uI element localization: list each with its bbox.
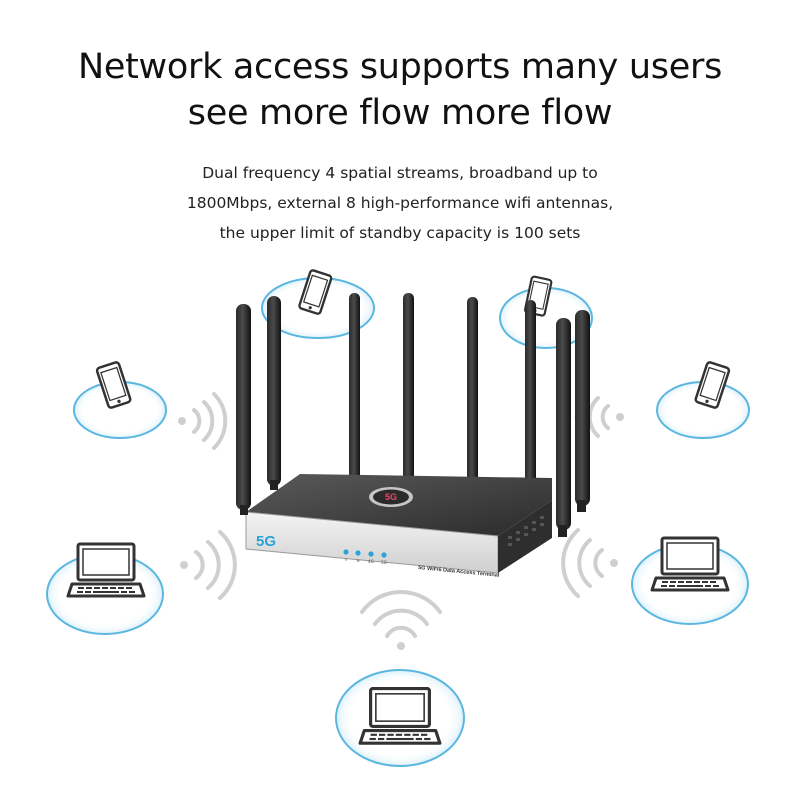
antenna bbox=[556, 318, 571, 530]
led-wifi bbox=[355, 550, 361, 556]
router-side bbox=[498, 500, 552, 573]
led-5g bbox=[381, 552, 387, 558]
antenna bbox=[467, 297, 478, 483]
description-line-2: 1800Mbps, external 8 high-performance wi… bbox=[186, 194, 614, 212]
headline-line-1: Network access supports many users bbox=[78, 47, 722, 87]
top-badge-label: 5G bbox=[385, 492, 397, 502]
led-label: ☼ bbox=[344, 557, 348, 562]
antenna bbox=[525, 300, 536, 500]
headline: Network access supports many users see m… bbox=[0, 44, 800, 136]
laptop-icon bbox=[358, 686, 442, 745]
laptop-icon bbox=[66, 542, 146, 598]
antennas-back bbox=[349, 293, 536, 500]
antenna bbox=[349, 293, 360, 483]
laptop-icon bbox=[650, 536, 730, 592]
led-power bbox=[343, 549, 349, 555]
led-label: 5G bbox=[381, 560, 387, 565]
led-label: ≋ bbox=[356, 558, 359, 563]
router-logo: 5G bbox=[256, 533, 276, 550]
antenna bbox=[236, 304, 251, 510]
description-line-1: Dual frequency 4 spatial streams, broadb… bbox=[202, 164, 598, 182]
antenna bbox=[403, 293, 414, 483]
antenna bbox=[575, 310, 590, 506]
description-line-3: the upper limit of standby capacity is 1… bbox=[219, 224, 581, 242]
headline-line-2: see more flow more flow bbox=[187, 93, 613, 133]
led-4g bbox=[368, 551, 374, 557]
description: Dual frequency 4 spatial streams, broadb… bbox=[0, 158, 800, 248]
status-leds: ☼ ≋ 4G 5G bbox=[343, 549, 387, 565]
led-label: 4G bbox=[368, 559, 374, 564]
antenna bbox=[267, 296, 281, 486]
antennas-front bbox=[236, 296, 590, 537]
